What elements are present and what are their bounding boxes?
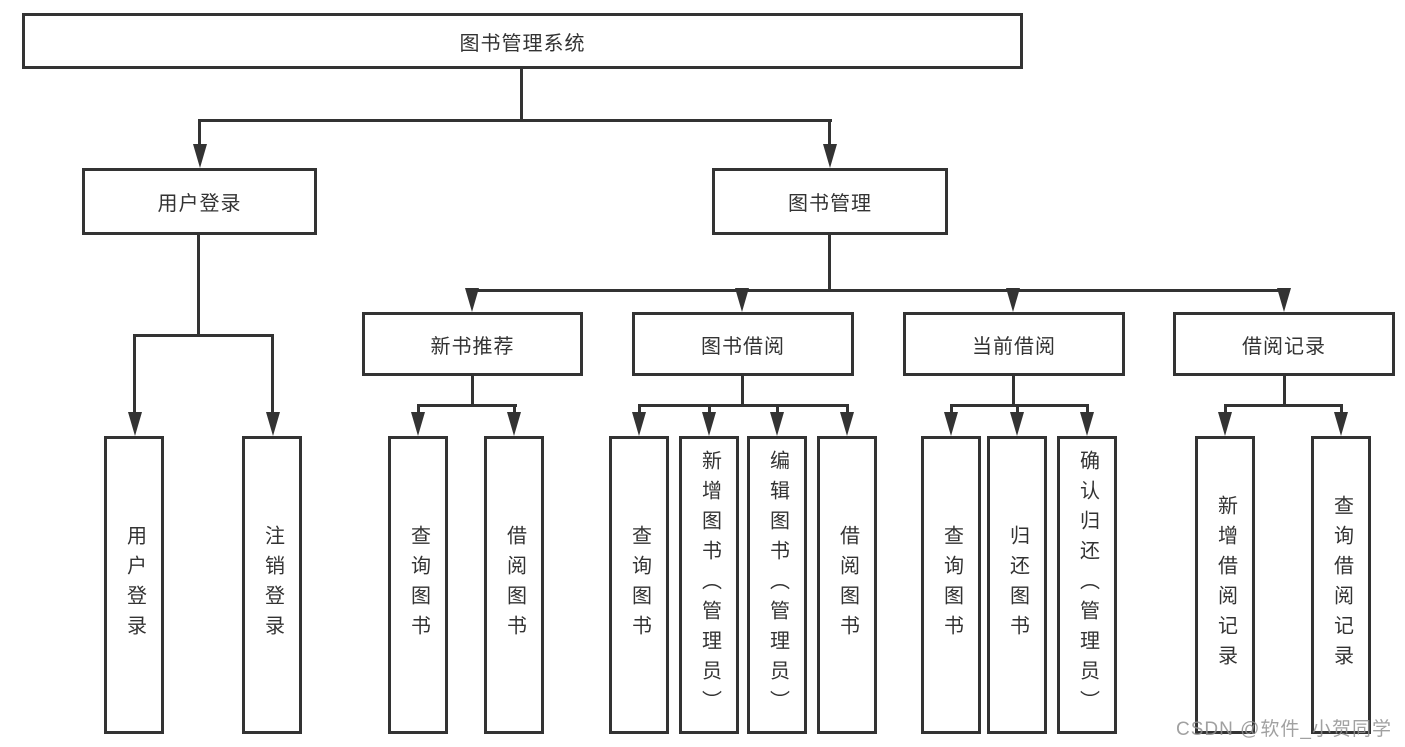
node-leaf-add-borrow-record: 新增借阅记录 (1195, 436, 1255, 734)
leaf-label: 新增图书（管理员） (698, 450, 721, 720)
connector-line (1224, 404, 1227, 416)
arrow-down-icon (770, 412, 784, 436)
node-leaf-borrow-books: 借阅图书 (817, 436, 877, 734)
node-leaf-query-borrow-record: 查询借阅记录 (1311, 436, 1371, 734)
leaf-label: 查询图书 (628, 525, 651, 645)
arrow-down-icon (702, 412, 716, 436)
node-new-book-recommend: 新书推荐 (362, 312, 583, 376)
arrow-down-icon (1334, 412, 1348, 436)
node-leaf-confirm-return-admin: 确认归还（管理员） (1057, 436, 1117, 734)
node-leaf-return-books: 归还图书 (987, 436, 1047, 734)
watermark: CSDN @软件_小贺同学 (1176, 719, 1392, 740)
leaf-label: 查询图书 (940, 525, 963, 645)
leaf-label: 查询借阅记录 (1330, 495, 1353, 675)
connector-line (471, 289, 1286, 292)
leaf-label: 用户登录 (123, 525, 146, 645)
connector-line (513, 404, 516, 416)
connector-line (198, 119, 201, 149)
connector-line (1012, 374, 1015, 407)
node-current-borrow: 当前借阅 (903, 312, 1125, 376)
connector-line (271, 334, 274, 416)
leaf-label: 归还图书 (1006, 525, 1029, 645)
arrow-down-icon (411, 412, 425, 436)
connector-line (520, 67, 523, 121)
connector-line (417, 404, 517, 407)
connector-line (846, 404, 849, 416)
arrow-down-icon (1006, 288, 1020, 312)
connector-line (1016, 404, 1019, 416)
connector-line (741, 374, 744, 407)
leaf-label: 确认归还（管理员） (1076, 450, 1099, 720)
connector-line (1283, 374, 1286, 407)
arrow-down-icon (840, 412, 854, 436)
connector-line (638, 404, 849, 407)
connector-line (776, 404, 779, 416)
arrow-down-icon (465, 288, 479, 312)
arrow-down-icon (1218, 412, 1232, 436)
connector-line (133, 334, 136, 416)
connector-line (133, 334, 274, 337)
connector-line (197, 233, 200, 336)
connector-line (950, 404, 953, 416)
node-library-system: 图书管理系统 (22, 13, 1023, 69)
leaf-label: 查询图书 (407, 525, 430, 645)
arrow-down-icon (1080, 412, 1094, 436)
connector-line (471, 374, 474, 407)
connector-line (198, 119, 832, 122)
leaf-label: 借阅图书 (836, 525, 859, 645)
node-leaf-query-books: 查询图书 (609, 436, 669, 734)
node-leaf-query-books-recommend: 查询图书 (388, 436, 448, 734)
arrow-down-icon (632, 412, 646, 436)
connector-line (828, 233, 831, 291)
node-book-borrow: 图书借阅 (632, 312, 854, 376)
leaf-label: 注销登录 (261, 525, 284, 645)
node-leaf-user-login: 用户登录 (104, 436, 164, 734)
arrow-down-icon (1277, 288, 1291, 312)
node-leaf-edit-books-admin: 编辑图书（管理员） (747, 436, 807, 734)
node-borrow-records: 借阅记录 (1173, 312, 1395, 376)
arrow-down-icon (193, 144, 207, 168)
node-leaf-query-books-current: 查询图书 (921, 436, 981, 734)
node-leaf-logout: 注销登录 (242, 436, 302, 734)
node-book-management: 图书管理 (712, 168, 948, 235)
leaf-label: 编辑图书（管理员） (766, 450, 789, 720)
arrow-down-icon (266, 412, 280, 436)
connector-line (1340, 404, 1343, 416)
node-leaf-add-books-admin: 新增图书（管理员） (679, 436, 739, 734)
connector-line (1086, 404, 1089, 416)
arrow-down-icon (1010, 412, 1024, 436)
connector-line (828, 119, 831, 149)
node-user-login: 用户登录 (82, 168, 317, 235)
connector-line (708, 404, 711, 416)
arrow-down-icon (507, 412, 521, 436)
leaf-label: 新增借阅记录 (1214, 495, 1237, 675)
connector-line (1224, 404, 1343, 407)
arrow-down-icon (823, 144, 837, 168)
arrow-down-icon (735, 288, 749, 312)
connector-line (950, 404, 1089, 407)
arrow-down-icon (128, 412, 142, 436)
connector-line (638, 404, 641, 416)
connector-line (417, 404, 420, 416)
leaf-label: 借阅图书 (503, 525, 526, 645)
arrow-down-icon (944, 412, 958, 436)
node-leaf-borrow-books-recommend: 借阅图书 (484, 436, 544, 734)
